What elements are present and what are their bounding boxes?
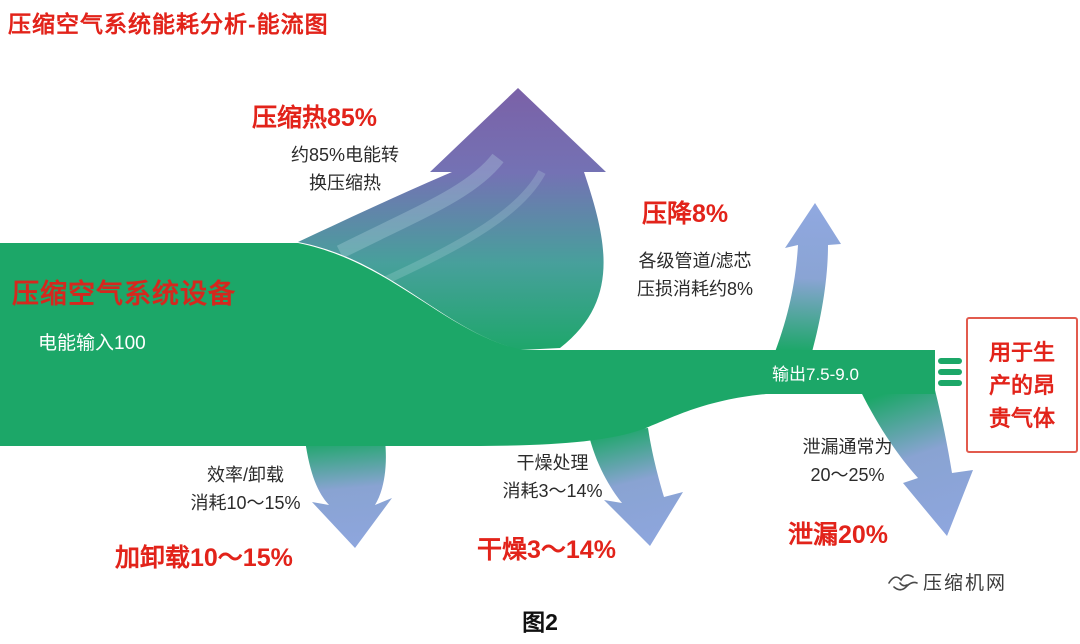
- output-product-box: 用于生 产的昂 贵气体: [966, 317, 1078, 453]
- label-drying: 干燥3～14%: [477, 536, 616, 564]
- note-drying: 干燥处理 消耗3～14%: [502, 453, 603, 501]
- page-title: 压缩空气系统能耗分析-能流图: [8, 11, 329, 37]
- note-leakage: 泄漏通常为 20～25%: [802, 437, 893, 485]
- compression-heat-arrow: [298, 88, 606, 350]
- brand-name: 压缩机网: [923, 573, 1008, 594]
- note-pressure-drop: 各级管道/滤芯 压损消耗约8%: [636, 251, 753, 299]
- note-load-unload: 效率/卸载 消耗10～15%: [190, 465, 301, 513]
- label-system-device: 压缩空气系统设备: [12, 279, 236, 309]
- compression-heat-arrow-highlight: [380, 170, 546, 286]
- load-unload-arrow: [305, 440, 392, 548]
- main-energy-band: [0, 243, 935, 446]
- pressure-drop-arrow: [775, 203, 841, 352]
- figure-caption: 图2: [522, 609, 558, 635]
- note-compression-heat: 约85%电能转 换压缩热: [290, 145, 400, 193]
- label-pressure-drop: 压降8%: [642, 200, 729, 228]
- output-product-label: 用于生 产的昂 贵气体: [988, 339, 1055, 431]
- bird-logo-icon: [888, 573, 918, 591]
- label-leakage: 泄漏20%: [788, 521, 889, 549]
- brand: 压缩机网: [888, 568, 1007, 595]
- label-load-unload: 加卸载10～15%: [115, 544, 293, 572]
- compression-heat-arrow-highlight: [336, 153, 504, 259]
- label-energy-input: 电能输入100: [38, 333, 146, 354]
- leakage-arrow: [860, 390, 973, 536]
- label-energy-output: 输出7.5-9.0: [772, 365, 859, 384]
- output-flow-dashes: [938, 358, 962, 386]
- label-compression-heat: 压缩热85%: [252, 104, 378, 132]
- drying-arrow: [588, 428, 683, 546]
